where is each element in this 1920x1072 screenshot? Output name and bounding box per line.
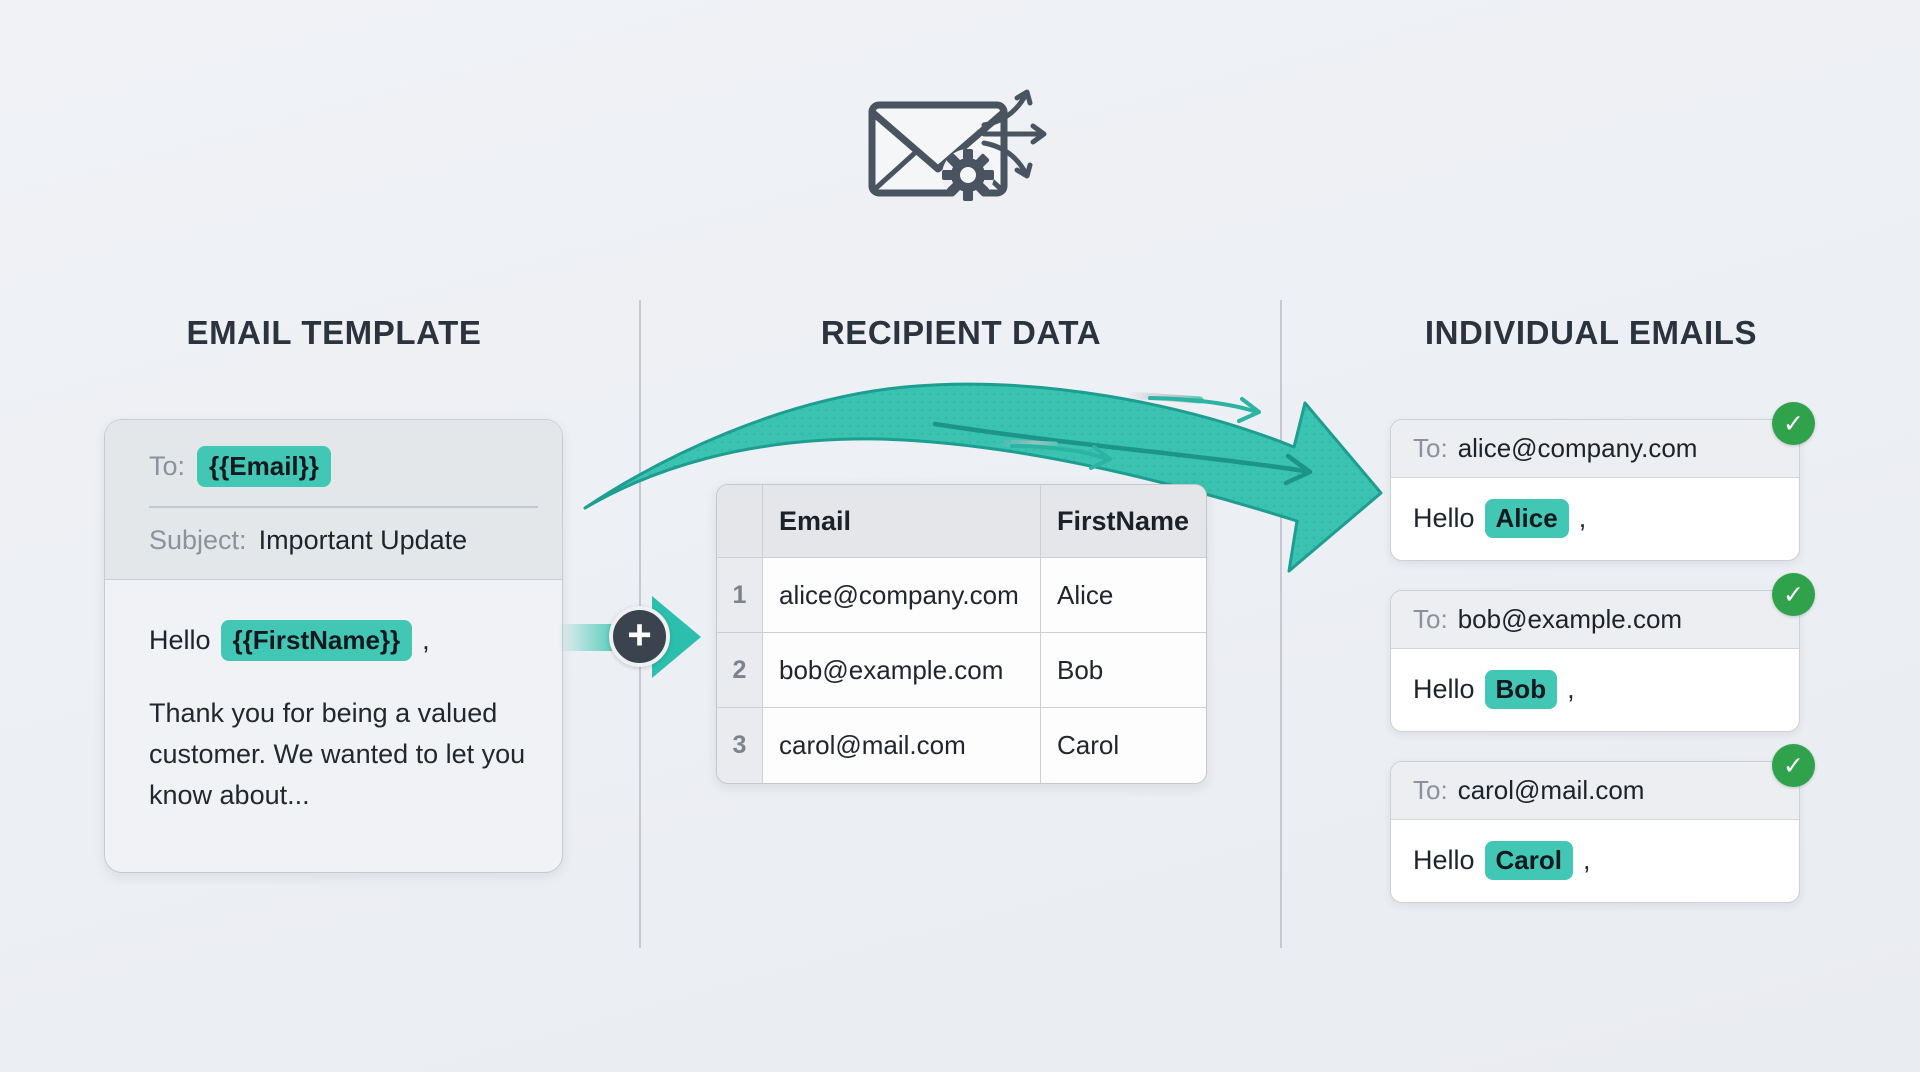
mail-merge-icon (868, 89, 1047, 201)
email-card-body: Hello Bob , (1391, 649, 1799, 730)
email-card-body: Hello Alice , (1391, 478, 1799, 559)
subject-value: Important Update (258, 524, 468, 555)
recipient-table: Email FirstName 1 alice@company.com Alic… (716, 484, 1207, 784)
check-icon: ✓ (1772, 402, 1815, 445)
to-label: To: (1413, 775, 1448, 805)
template-to-row: To: {{Email}} (149, 446, 538, 487)
greeting-suffix: , (422, 624, 430, 655)
greeting-prefix: Hello (1413, 845, 1475, 875)
to-label: To: (149, 450, 186, 481)
cell-firstname: Carol (1041, 708, 1206, 783)
row-number: 2 (717, 633, 763, 708)
to-value: alice@company.com (1457, 433, 1698, 463)
merge-connector-bar (558, 624, 618, 651)
speed-arrow-middle (996, 439, 1112, 470)
email-variable-chip: {{Email}} (197, 446, 331, 487)
cell-email: alice@company.com (763, 558, 1041, 633)
merged-name-chip: Carol (1484, 841, 1573, 880)
template-paragraph: Thank you for being a valued customer. W… (149, 697, 526, 810)
individual-email-card: ✓ To: bob@example.com Hello Bob , (1390, 573, 1815, 732)
plus-icon: + (609, 606, 670, 667)
heading-recipient-data: RECIPIENT DATA (820, 314, 1102, 351)
row-number: 3 (717, 708, 763, 783)
greeting-prefix: Hello (1413, 674, 1475, 704)
merged-name-chip: Bob (1484, 670, 1558, 709)
greeting-suffix: , (1567, 674, 1575, 704)
gear-icon (942, 149, 994, 201)
to-value: bob@example.com (1457, 604, 1683, 634)
check-icon: ✓ (1772, 573, 1815, 616)
template-greeting: Hello {{FirstName}} , (149, 620, 522, 661)
to-label: To: (1413, 604, 1448, 634)
section-divider (1280, 300, 1282, 948)
cell-email: bob@example.com (763, 633, 1041, 708)
heading-email-template: EMAIL TEMPLATE (186, 314, 482, 351)
cell-email: carol@mail.com (763, 708, 1041, 783)
greeting-suffix: , (1578, 503, 1587, 533)
firstname-variable-chip: {{FirstName}} (220, 620, 413, 661)
heading-individual-emails: INDIVIDUAL EMAILS (1424, 314, 1758, 351)
greeting-suffix: , (1583, 845, 1591, 875)
speed-arrow-top (1124, 391, 1261, 423)
template-body: Hello {{FirstName}} , Thank you for bein… (105, 580, 562, 816)
to-value: carol@mail.com (1457, 775, 1645, 805)
email-card-header: To: alice@company.com (1391, 420, 1799, 478)
column-header-firstname: FirstName (1041, 485, 1206, 558)
merged-name-chip: Alice (1484, 499, 1569, 538)
email-card-body: Hello Carol , (1391, 820, 1799, 901)
individual-email-card: ✓ To: alice@company.com Hello Alice , (1390, 402, 1815, 561)
greeting-prefix: Hello (1413, 503, 1475, 533)
column-header-email: Email (763, 485, 1041, 558)
header-divider (149, 505, 538, 508)
email-card-header: To: carol@mail.com (1391, 762, 1799, 820)
email-template-card: To: {{Email}} Subject: Important Update … (104, 419, 563, 873)
fan-out-arrows-icon (981, 89, 1047, 179)
cell-firstname: Alice (1041, 558, 1206, 633)
greeting-prefix: Hello (149, 624, 211, 655)
cell-firstname: Bob (1041, 633, 1206, 708)
check-icon: ✓ (1772, 744, 1815, 787)
template-header: To: {{Email}} Subject: Important Update (105, 420, 562, 580)
row-number: 1 (717, 558, 763, 633)
to-label: To: (1413, 433, 1448, 463)
email-card-header: To: bob@example.com (1391, 591, 1799, 649)
table-corner-cell (717, 485, 763, 558)
template-subject-row: Subject: Important Update (149, 525, 538, 556)
subject-label: Subject: (149, 524, 247, 555)
individual-email-card: ✓ To: carol@mail.com Hello Carol , (1390, 744, 1815, 903)
